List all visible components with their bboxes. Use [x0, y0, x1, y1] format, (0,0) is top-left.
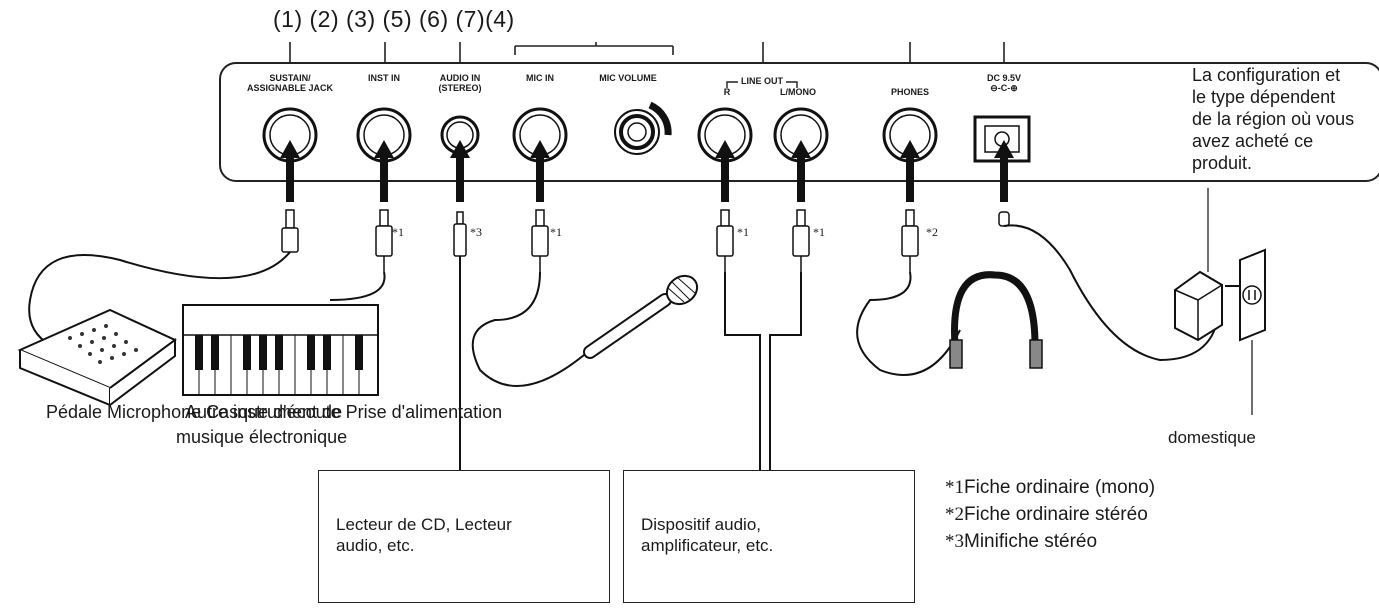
port-label-inst-in: INST IN: [367, 73, 401, 83]
keyboard-illustration: [182, 304, 379, 396]
plug-dc: [998, 211, 1010, 227]
plug-note-lmono: *1: [813, 225, 825, 239]
port-label-line-out: LINE OUT: [738, 76, 786, 86]
plug-note-r: *1: [737, 225, 749, 239]
jack-dc-in[interactable]: [973, 115, 1031, 163]
region-note: La configuration et le type dépendent de…: [1192, 65, 1355, 173]
plug-note-inst: *1: [392, 225, 404, 239]
plug-pedal: [281, 209, 299, 253]
legend-item: *1Fiche ordinaire (mono): [945, 477, 1156, 498]
plug-mic: [531, 209, 549, 272]
device-labels: Pédale Microphone Casque d'écoute Prise …: [46, 402, 503, 422]
device-labels-overlay: Autre instrument de: [185, 402, 343, 422]
jack-line-out-l[interactable]: [773, 107, 829, 163]
jack-mic-in[interactable]: [512, 107, 568, 163]
plug-note-phones: *2: [926, 225, 938, 239]
headphones-illustration: [949, 271, 1043, 369]
panel-ticks: [289, 42, 1005, 63]
microphone-illustration: [583, 274, 699, 359]
port-label-mic-volume: MIC VOLUME: [599, 73, 657, 83]
jack-inst-in[interactable]: [356, 107, 412, 163]
legend-item: *3Minifiche stéréo: [945, 531, 1098, 552]
port-label-phones: PHONES: [890, 87, 930, 97]
legend-item: *2Fiche ordinaire stéréo: [945, 504, 1148, 525]
port-label-mic-in: MIC IN: [526, 73, 554, 83]
insert-arrows: [280, 140, 1014, 202]
port-label-dc: DC 9.5V⊖-C-⊕: [986, 73, 1022, 93]
port-label-r: R: [723, 87, 731, 97]
outlet-label: domestique: [1168, 428, 1256, 447]
panel-numbers: (1) (2) (3) (5) (6) (7)(4): [273, 6, 515, 32]
port-label-sustain: SUSTAIN/ASSIGNABLE JACK: [246, 73, 334, 93]
plug-line-l: [792, 209, 810, 272]
cd-player-box: Lecteur de CD, Lecteur audio, etc.: [318, 470, 610, 603]
plug-note-mic: *1: [550, 225, 562, 239]
port-label-l-mono: L/MONO: [780, 87, 816, 97]
mic-volume-knob[interactable]: [614, 101, 672, 155]
pedal-illustration: [17, 308, 177, 407]
cables: [28, 224, 1219, 470]
audio-device-box: Dispositif audio, amplificateur, etc.: [623, 470, 915, 603]
plug-inst: [375, 209, 393, 272]
plug-audio: [453, 211, 467, 257]
plug-note-audio: *3: [470, 225, 482, 239]
jack-phones[interactable]: [882, 107, 938, 163]
plug-legend: *1Fiche ordinaire (mono) *2Fiche ordinai…: [945, 474, 1155, 555]
plug-phones: [901, 209, 919, 272]
power-adapter-illustration: [1174, 188, 1266, 415]
jack-audio-in[interactable]: [440, 115, 480, 155]
keyboard-label: musique électronique: [176, 427, 348, 447]
plug-line-r: [716, 209, 734, 272]
port-label-audio-in: AUDIO IN(STEREO): [438, 73, 482, 93]
